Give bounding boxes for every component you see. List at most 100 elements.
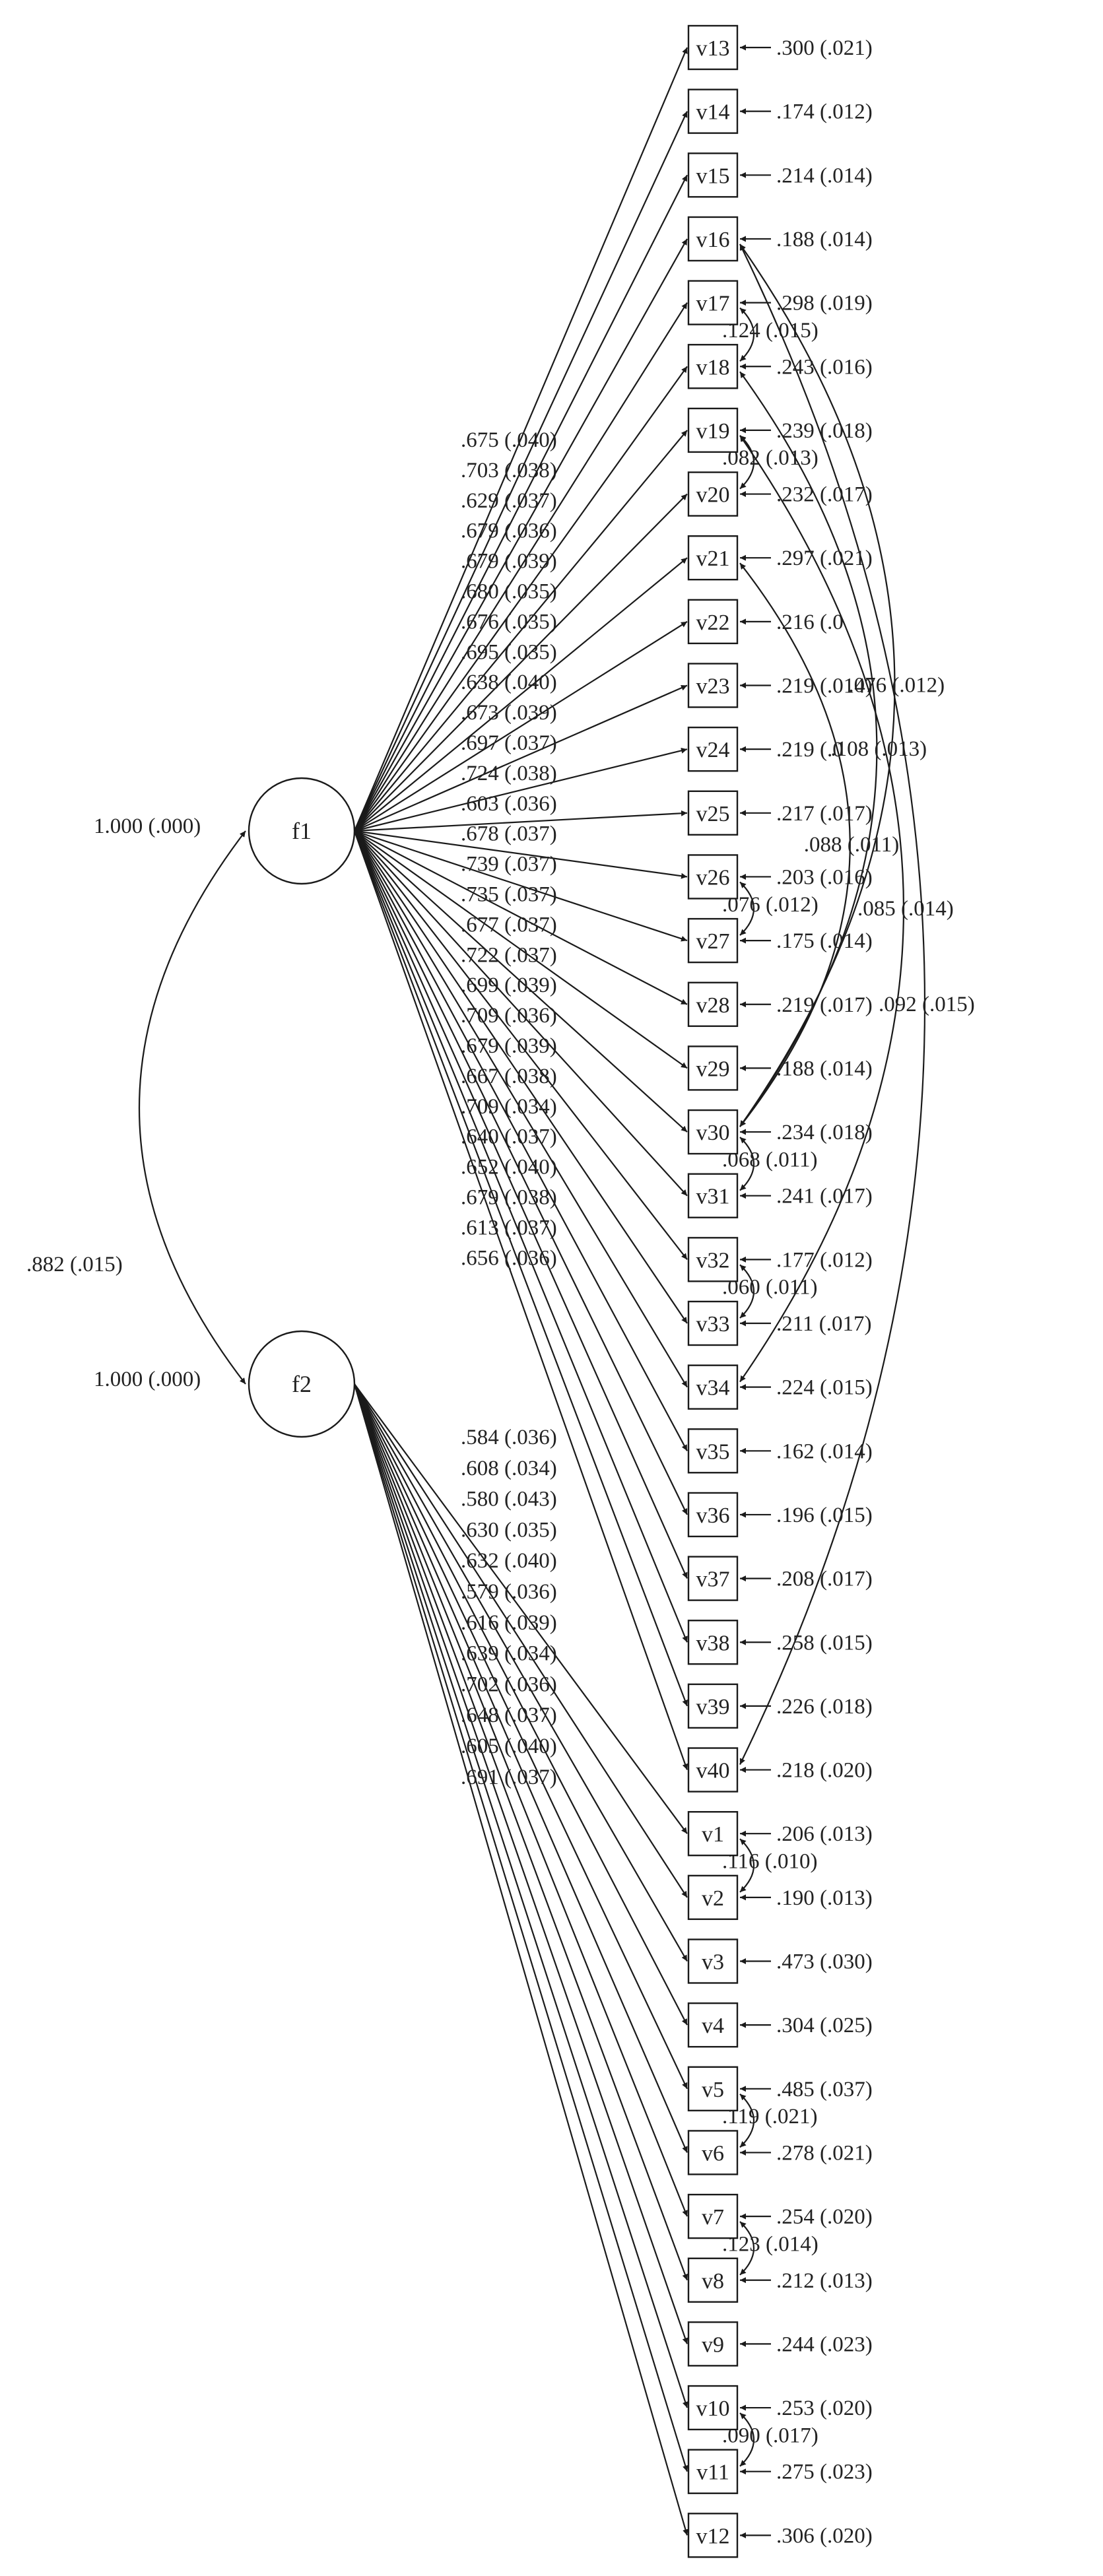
indicator-label-v29: v29 [696,1057,730,1081]
residual-cov-label-v7-v8: .123 (.014) [722,2232,819,2256]
residual-label-v5: .485 (.037) [776,2078,873,2101]
loading-label-v24: .724 (.038) [461,762,557,785]
loading-label-v5: .632 (.040) [461,1549,557,1573]
indicator-label-v8: v8 [702,2269,724,2294]
loading-label-v23: .697 (.037) [461,731,557,755]
residual-label-v2: .190 (.013) [776,1886,873,1910]
indicator-label-v39: v39 [696,1695,730,1719]
indicator-v30: v30.234 (.018) [687,1109,873,1155]
residual-label-v30: .234 (.018) [776,1121,873,1144]
loading-arrow-v22 [354,620,688,832]
loading-arrow-v10 [353,1383,688,2408]
indicator-v31: v31 .241 (.017) [687,1173,873,1218]
loading-label-v6: .579 (.036) [461,1580,557,1604]
loading-label-v4: .630 (.035) [461,1518,557,1542]
loading-label-v19: .676 (.035) [461,610,557,634]
loading-arrow-v7 [353,1383,688,2217]
residual-cov-arc-v7-v8 [739,2221,754,2276]
factor-f1-label: f1 [292,818,312,844]
residual-cov-label-v19-v34: .085 (.014) [857,897,954,921]
loading-label-v7: .616 (.039) [461,1611,557,1635]
residual-label-v16: .188 (.014) [776,228,873,251]
loading-arrow-v33 [354,830,688,1324]
loading-arrow-v12 [353,1383,688,2536]
residual-label-v1: .206 (.013) [776,1822,873,1846]
factor-f2-variance: 1.000 (.000) [94,1368,201,1391]
loading-arrow-v3 [354,1383,688,1962]
loading-label-v1: .584 (.036) [461,1426,557,1449]
indicator-label-v27: v27 [696,929,730,954]
residual-label-v31: .241 (.017) [776,1185,873,1208]
residual-label-v29: .188 (.014) [776,1057,873,1080]
loading-label-v21: .638 (.040) [461,671,557,694]
indicator-label-v31: v31 [696,1185,730,1209]
indicator-v40: v40.218 (.020) [687,1747,873,1793]
residual-label-v35: .162 (.014) [776,1439,873,1463]
loading-arrow-v36 [354,830,688,1515]
loading-label-v20: .695 (.035) [461,640,557,664]
indicator-label-v19: v19 [696,419,730,444]
indicator-label-v40: v40 [696,1759,730,1783]
loading-arrow-v35 [354,830,688,1451]
indicator-label-v36: v36 [696,1503,730,1528]
indicator-label-v9: v9 [702,2332,724,2357]
factor-correlation-arc [138,830,246,1385]
loading-arrow-v23 [354,684,688,832]
indicator-v19: v19.239 (.018) [687,407,873,453]
loading-label-v15: .629 (.037) [461,489,557,513]
residual-cov-label-v19-v20: .082 (.013) [722,446,819,470]
residual-label-v12: .306 (.020) [776,2524,873,2548]
residual-label-v20: .232 (.017) [776,483,873,507]
residual-label-v15: .214 (.014) [776,164,873,187]
indicator-label-v35: v35 [696,1439,730,1464]
residual-covariances: .124 (.015).082 (.013).076 (.012).068 (.… [722,244,975,2467]
indicator-v35: v35 .162 (.014) [687,1428,873,1474]
indicator-v33: v33.211 (.017) [687,1300,872,1346]
loading-label-v11: .605 (.040) [461,1734,557,1758]
residual-label-v24: .219 (.0 [776,738,844,762]
loading-label-v30: .722 (.037) [461,943,557,967]
indicators: v13.300 (.021)v14.174 (.012)v15.214 (.01… [687,24,873,2558]
loading-label-v39: .613 (.037) [461,1216,557,1239]
indicator-v16: v16.188 (.014) [687,216,873,262]
factor-f2-label: f2 [292,1371,312,1397]
residual-label-v3: .473 (.030) [776,1950,873,1974]
indicator-v28: v28.219 (.017) [687,981,873,1027]
loading-arrow-v39 [353,830,688,1707]
loading-label-v16: .679 (.036) [461,519,557,543]
loading-arrow-v14 [354,111,688,832]
loading-arrow-v24 [354,747,688,832]
loading-label-v40: .656 (.036) [461,1246,557,1270]
loading-label-v18: .680 (.035) [461,580,557,604]
indicator-label-v7: v7 [702,2205,724,2229]
indicator-v1: v1.206 (.013) [687,1810,873,1857]
loading-arrow-v27 [354,830,688,942]
indicator-v12: v12.306 (.020) [687,2513,873,2558]
loading-label-v27: .739 (.037) [461,853,557,876]
indicator-v9: v9.244 (.023) [687,2321,873,2367]
loading-label-v34: .667 (.038) [461,1065,557,1088]
residual-label-v28: .219 (.017) [776,993,873,1017]
factor-correlation-label: .882 (.015) [26,1253,123,1276]
loading-arrow-v11 [353,1383,688,2472]
residual-cov-arc-v5-v6 [739,2094,754,2148]
loading-arrow-v21 [354,557,688,832]
indicator-label-v3: v3 [702,1950,724,1975]
residual-label-v36: .196 (.015) [776,1503,873,1527]
loading-label-v14: .703 (.038) [461,459,557,482]
indicator-v8: v8.212 (.013) [687,2257,873,2303]
indicator-label-v33: v33 [696,1312,730,1337]
residual-label-v34: .224 (.015) [776,1376,873,1400]
loading-arrow-v28 [354,830,688,1005]
indicator-label-v11: v11 [696,2460,729,2485]
loading-arrow-v19 [354,430,688,832]
loading-label-v22: .673 (.039) [461,701,557,725]
residual-cov-label-v18-v30: .108 (.013) [830,737,927,761]
indicator-label-v10: v10 [696,2396,730,2421]
loading-label-v8: .639 (.034) [461,1642,557,1666]
residual-label-v38: .258 (.015) [776,1631,873,1655]
indicator-v7: v7.254 (.020) [687,2193,873,2239]
indicator-label-v26: v26 [696,865,730,890]
loading-arrow-v1 [354,1383,688,1834]
loading-arrow-v38 [353,830,688,1643]
